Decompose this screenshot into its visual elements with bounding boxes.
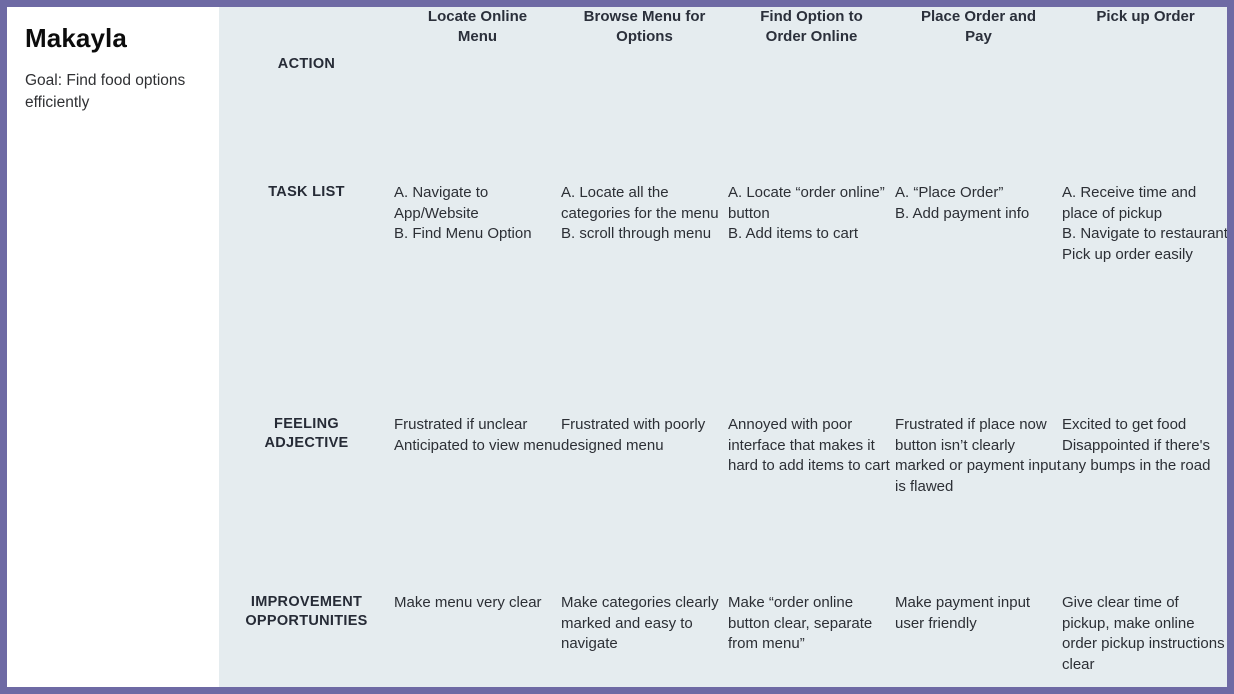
cell-feeling-1: Frustrated if unclear Anticipated to vie… [394, 416, 561, 454]
cell-improvement-5: Give clear time of pickup, make online o… [1062, 594, 1225, 673]
journey-table: ACTION Locate Online Menu Browse Menu fo… [219, 7, 1228, 687]
stage-header-3: Find Option to Order Online [760, 8, 863, 45]
stage-header-1: Locate Online Menu [427, 8, 528, 45]
table-row-feeling-adjective: FEELING ADJECTIVE Frustrated if unclear … [219, 415, 1227, 593]
cell-feeling-3: Annoyed with poor interface that makes i… [728, 416, 890, 475]
stage-header-5: Pick up Order [1096, 8, 1195, 25]
persona-panel: Makayla Goal: Find food options efficien… [7, 7, 219, 687]
journey-grid: ACTION Locate Online Menu Browse Menu fo… [219, 7, 1227, 687]
persona-goal: Goal: Find food options efficiently [25, 71, 186, 111]
cell-feeling-5: Excited to get food Disappointed if ther… [1062, 416, 1211, 475]
row-label-task-list: TASK LIST [268, 184, 345, 200]
cell-task-list-3: A. Locate “order online” button B. Add i… [728, 184, 885, 243]
cell-task-list-4: A. “Place Order” B. Add payment info [895, 184, 1030, 222]
table-row-action: ACTION Locate Online Menu Browse Menu fo… [219, 7, 1227, 183]
cell-task-list-5: A. Receive time and place of pickup B. N… [1062, 184, 1228, 263]
cell-improvement-3: Make “order online button clear, separat… [728, 594, 873, 653]
row-label-feeling-adjective: FEELING ADJECTIVE [264, 416, 349, 451]
cell-improvement-1: Make menu very clear [394, 594, 542, 611]
stage-header-2: Browse Menu for Options [583, 8, 706, 45]
row-label-action: ACTION [277, 56, 336, 72]
persona-name: Makayla [25, 23, 127, 53]
cell-improvement-4: Make payment input user friendly [895, 594, 1031, 632]
table-row-task-list: TASK LIST A. Navigate to App/Website B. … [219, 183, 1228, 415]
cell-feeling-2: Frustrated with poorly designed menu [561, 416, 706, 454]
row-label-improvement-opportunities: IMPROVEMENT OPPORTUNITIES [245, 594, 368, 629]
cell-feeling-4: Frustrated if place now button isn’t cle… [895, 416, 1061, 495]
table-row-improvement-opportunities: IMPROVEMENT OPPORTUNITIES Make menu very… [219, 593, 1227, 687]
cell-task-list-2: A. Locate all the categories for the men… [561, 184, 719, 243]
stage-header-4: Place Order and Pay [920, 8, 1037, 45]
cell-improvement-2: Make categories clearly marked and easy … [561, 594, 719, 653]
cell-task-list-1: A. Navigate to App/Website B. Find Menu … [394, 184, 532, 243]
